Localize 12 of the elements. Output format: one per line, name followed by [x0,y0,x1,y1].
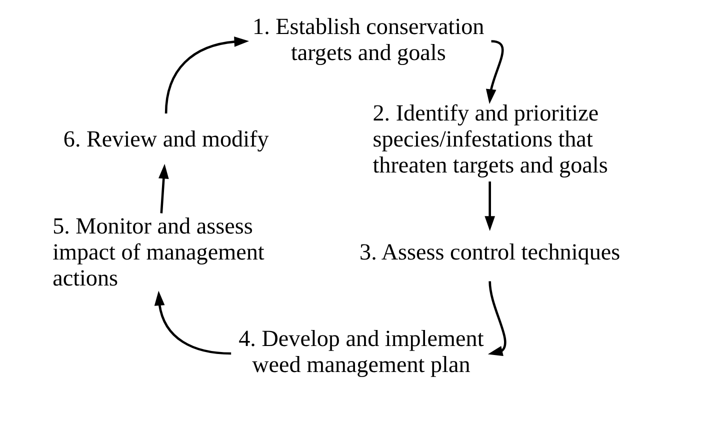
node-text: 2. Identify and prioritize species/infestations that threaten targets and goals [372,100,608,179]
node-text: 4. Develop and implement weed management plan [238,326,484,378]
arrow [484,182,495,231]
node-text: 6. Review and modify [62,126,268,153]
node-text: 1. Establish conservation targets and goals [252,14,484,66]
arrow [164,36,249,114]
node-text: 5. Monitor and assess impact of management actions [52,213,264,292]
arrow [487,281,506,356]
arrow [485,40,504,104]
arrow [158,164,168,214]
arrow [154,290,231,355]
node-text: 3. Assess control techniques [359,239,620,266]
